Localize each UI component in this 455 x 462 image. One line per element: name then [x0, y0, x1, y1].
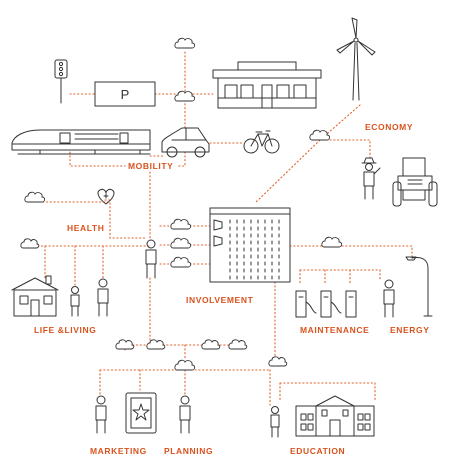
label-education: EDUCATION [290, 446, 345, 456]
office-tower-windows [229, 219, 280, 280]
person-icon [383, 279, 395, 318]
parking-sign-icon: P [94, 81, 156, 107]
tractor-icon [392, 157, 438, 207]
label-mobility: MOBILITY [128, 161, 173, 171]
speech-cloud-icon [174, 37, 196, 49]
speech-cloud-icon [20, 238, 40, 249]
person-icon [270, 406, 280, 438]
label-maintenance: MAINTENANCE [300, 325, 369, 335]
speech-cloud-icon [146, 339, 166, 350]
speech-cloud-icon [174, 90, 196, 102]
street-lamp-icon [405, 256, 433, 317]
office-tower-icon [209, 207, 291, 283]
charging-station-icon [295, 290, 357, 318]
person-icon [97, 278, 109, 317]
speech-cloud-icon [170, 237, 192, 249]
labels: ECONOMY MOBILITY HEALTH INVOLVEMENT LIFE… [34, 122, 430, 456]
parking-sign-text: P [121, 87, 130, 102]
speech-cloud-icon [309, 129, 331, 141]
label-life-living: LIFE &LIVING [34, 325, 96, 335]
speech-cloud-icon [115, 339, 135, 350]
speech-cloud-icon [24, 191, 46, 203]
label-energy: ENERGY [390, 325, 430, 335]
label-health: HEALTH [67, 223, 104, 233]
school-icon [295, 395, 375, 437]
speech-cloud-icon [268, 356, 288, 367]
person-icon [95, 395, 107, 434]
person-icon [145, 239, 157, 279]
house-icon [11, 275, 59, 317]
speech-cloud-icon [228, 339, 248, 350]
speech-cloud-icon [321, 236, 343, 248]
farmer-icon [361, 157, 381, 200]
bicycle-icon [243, 130, 280, 154]
speech-cloud-icon [170, 218, 192, 230]
speech-clouds [20, 37, 343, 371]
car-icon [161, 127, 210, 158]
person-icon [70, 286, 80, 317]
label-planning: PLANNING [164, 446, 213, 456]
wind-turbine-icon [336, 17, 376, 101]
person-icon [179, 395, 191, 434]
heart-icon [97, 188, 115, 205]
speech-cloud-icon [174, 359, 196, 371]
building-icon [212, 61, 322, 109]
label-marketing: MARKETING [90, 446, 147, 456]
label-involvement: INVOLVEMENT [186, 295, 254, 305]
speech-cloud-icon [201, 339, 221, 350]
train-icon [11, 129, 151, 155]
billboard-icon [125, 392, 157, 434]
speech-cloud-icon [170, 256, 192, 268]
traffic-light-icon [54, 59, 68, 104]
label-economy: ECONOMY [365, 122, 413, 132]
